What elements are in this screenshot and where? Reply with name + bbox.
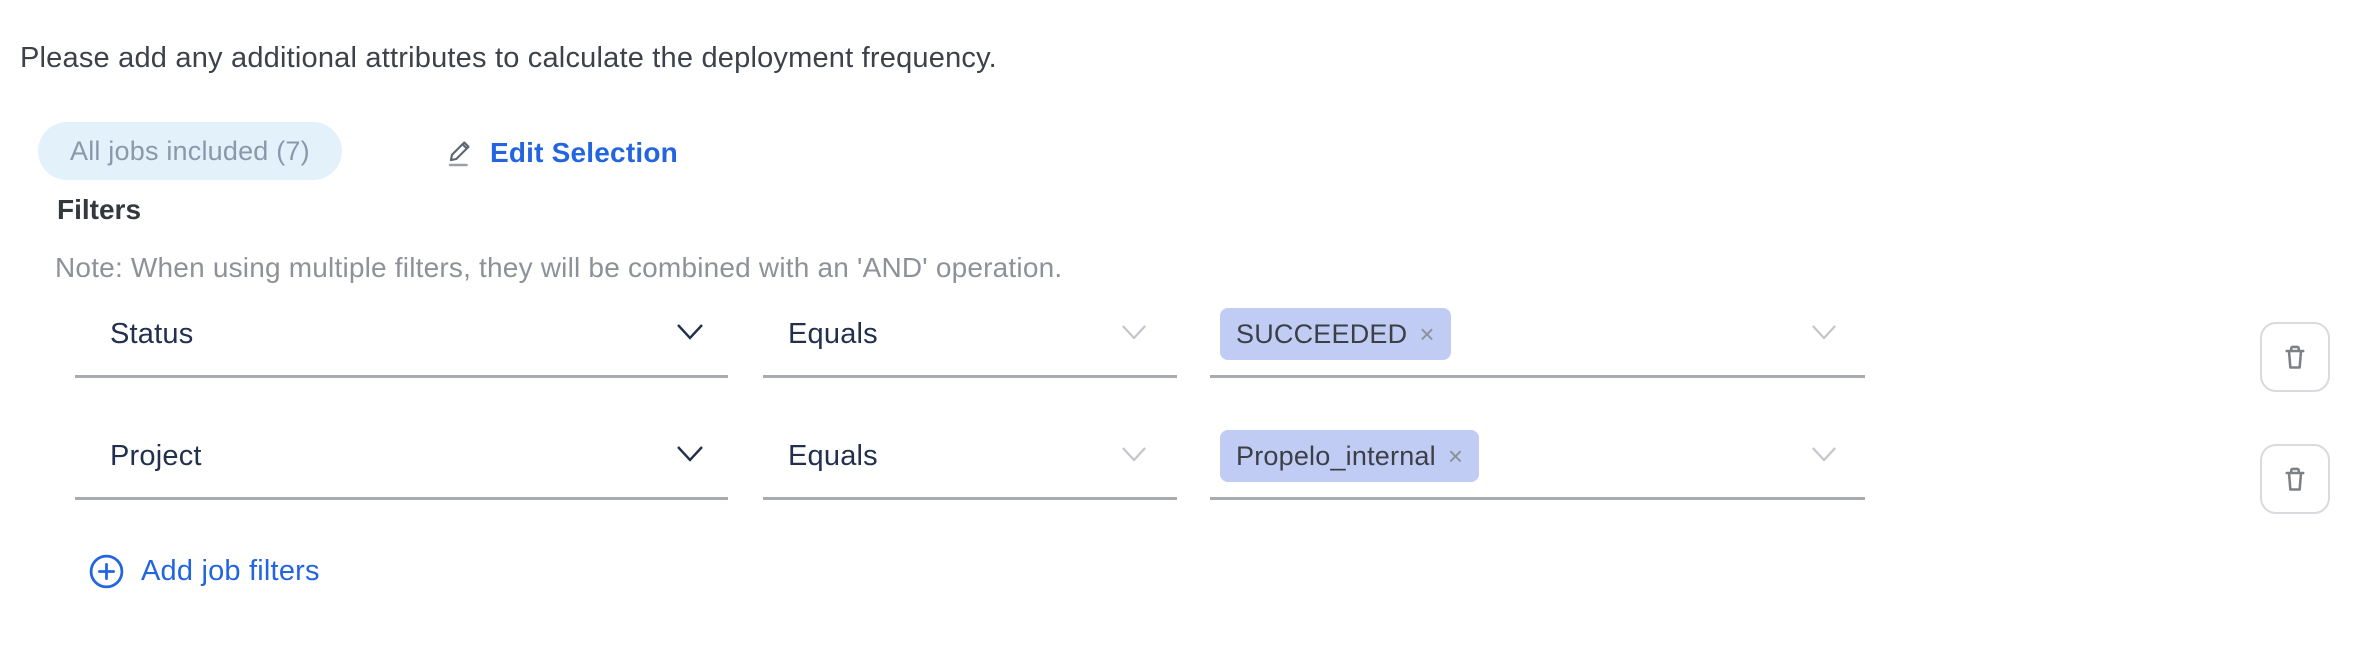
trash-icon xyxy=(2277,339,2313,375)
chevron-down-icon xyxy=(1121,324,1147,345)
chevron-down-icon xyxy=(1811,324,1837,345)
remove-tag-icon[interactable]: × xyxy=(1447,441,1464,471)
value-tag: Propelo_internal × xyxy=(1220,430,1480,482)
all-jobs-included-badge: All jobs included (7) xyxy=(38,122,342,180)
filters-heading: Filters xyxy=(57,194,142,225)
values-multiselect[interactable]: SUCCEEDED × xyxy=(1210,305,1865,378)
chevron-down-icon xyxy=(676,445,704,467)
values-multiselect[interactable]: Propelo_internal × xyxy=(1210,427,1865,500)
value-tag-label: Propelo_internal xyxy=(1236,440,1436,471)
remove-tag-icon[interactable]: × xyxy=(1419,319,1435,349)
all-jobs-included-label: All jobs included (7) xyxy=(70,135,310,166)
chevron-down-icon xyxy=(1121,446,1147,467)
operator-select-value: Equals xyxy=(788,439,878,472)
plus-circle-icon xyxy=(88,553,125,590)
add-job-filters-label: Add job filters xyxy=(141,555,320,587)
instruction-text: Please add any additional attributes to … xyxy=(20,42,997,74)
value-tag-label: SUCCEEDED xyxy=(1236,318,1408,349)
edit-selection-label: Edit Selection xyxy=(490,137,678,168)
filter-row: Project Equals Propelo_internal × xyxy=(0,427,2376,514)
attribute-select[interactable]: Status xyxy=(75,305,728,378)
filter-row: Status Equals SUCCEEDED × xyxy=(0,305,2376,392)
attribute-select[interactable]: Project xyxy=(75,427,728,500)
value-tag: SUCCEEDED × xyxy=(1220,308,1451,360)
delete-filter-button[interactable] xyxy=(2260,444,2330,514)
trash-icon xyxy=(2277,461,2313,497)
operator-select[interactable]: Equals xyxy=(763,427,1177,500)
delete-filter-button[interactable] xyxy=(2260,322,2330,392)
attribute-select-value: Status xyxy=(110,317,194,350)
filters-note: Note: When using multiple filters, they … xyxy=(55,252,1063,283)
operator-select-value: Equals xyxy=(788,317,878,350)
operator-select[interactable]: Equals xyxy=(763,305,1177,378)
edit-selection-link[interactable]: Edit Selection xyxy=(444,136,678,170)
chevron-down-icon xyxy=(676,323,704,345)
edit-pencil-icon xyxy=(444,136,476,170)
chevron-down-icon xyxy=(1811,446,1837,467)
attribute-select-value: Project xyxy=(110,439,202,472)
add-job-filters-link[interactable]: Add job filters xyxy=(88,553,320,590)
